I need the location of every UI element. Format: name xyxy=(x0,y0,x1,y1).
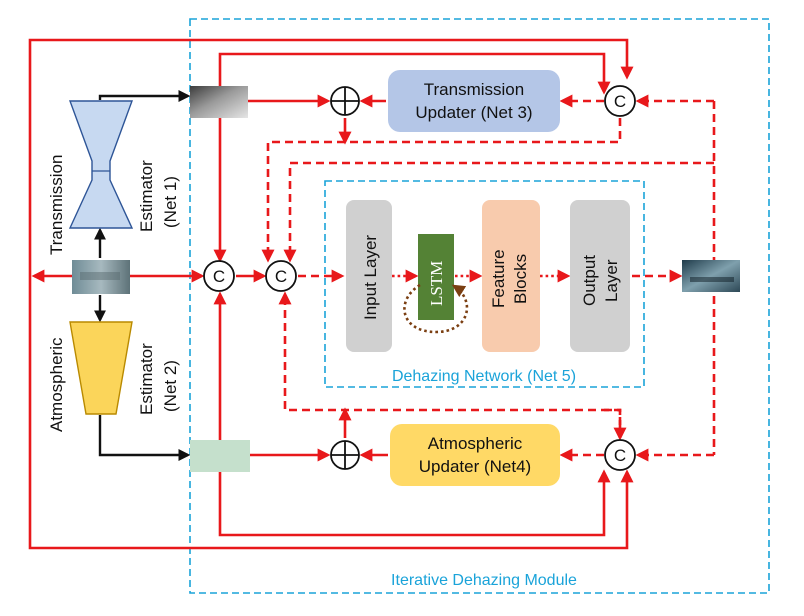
wire-result-feedback xyxy=(283,161,714,263)
transmission-updater-name: Updater (Net 3) xyxy=(415,103,532,122)
output-layer-line2: Layer xyxy=(602,259,621,302)
svg-text:C: C xyxy=(614,446,626,465)
transmission-map-image xyxy=(190,86,248,118)
output-layer-line1: Output xyxy=(580,255,599,306)
svg-text:C: C xyxy=(275,267,287,286)
concat-node-transmission: C xyxy=(604,85,636,117)
iterative-module-caption: Iterative Dehazing Module xyxy=(391,572,577,589)
concat-node-hazy: C xyxy=(203,260,235,292)
wire-aconcat-from-feedback xyxy=(604,408,627,441)
transmission-estimator-name: Estimator xyxy=(137,160,156,232)
atmospheric-estimator-title: Atmospheric xyxy=(47,337,66,432)
wire-amap-loop xyxy=(218,469,611,537)
atmospheric-estimator-shape xyxy=(69,321,133,415)
output-layer-box xyxy=(570,200,630,352)
svg-text:C: C xyxy=(614,92,626,111)
atmospheric-estimator-name: Estimator xyxy=(137,343,156,415)
atmospheric-estimator-net: (Net 2) xyxy=(161,360,180,412)
iterative-module-border xyxy=(189,18,770,594)
atmospheric-updater-box xyxy=(390,424,560,486)
add-node-transmission xyxy=(330,86,360,116)
wire-hazy-loop-bottom xyxy=(28,276,634,550)
feature-blocks-line1: Feature xyxy=(489,249,508,308)
wire-tmap-to-concat xyxy=(218,52,611,95)
dehazing-network-caption: Dehazing Network (Net 5) xyxy=(392,368,576,385)
feature-blocks-line2: Blocks xyxy=(511,254,530,304)
input-layer-box xyxy=(346,200,392,352)
concat-node-atmospheric: C xyxy=(604,439,636,471)
transmission-updater-title: Transmission xyxy=(424,80,524,99)
atmospheric-updater-title: Atmospheric xyxy=(428,434,523,453)
wire-hazy-loop-top xyxy=(28,38,634,276)
hazy-input-image xyxy=(72,260,130,294)
transmission-estimator-title: Transmission xyxy=(47,155,66,255)
lstm-box xyxy=(418,234,454,320)
lstm-recurrent-loop xyxy=(403,283,469,334)
input-layer-label: Input Layer xyxy=(361,235,380,320)
feature-blocks-box xyxy=(482,200,540,352)
svg-text:C: C xyxy=(213,267,225,286)
concat-node-network: C xyxy=(265,260,297,292)
dehazed-output-detail xyxy=(690,277,734,282)
atmospheric-updater-name: Updater (Net4) xyxy=(419,457,531,476)
lstm-label: LSTM xyxy=(427,261,446,306)
transmission-estimator-shape xyxy=(68,100,134,229)
wire-net1-to-tmap xyxy=(98,90,191,102)
dehazed-output-image xyxy=(682,260,740,292)
hazy-input-detail xyxy=(80,272,120,280)
wire-tconcat-feedback xyxy=(261,118,622,263)
add-node-atmospheric xyxy=(330,440,360,470)
transmission-estimator-net: (Net 1) xyxy=(161,176,180,228)
dehazing-network-border xyxy=(324,180,645,388)
atmospheric-map-image xyxy=(190,440,250,472)
transmission-updater-box xyxy=(388,70,560,132)
wire-net2-to-amap xyxy=(98,415,191,461)
